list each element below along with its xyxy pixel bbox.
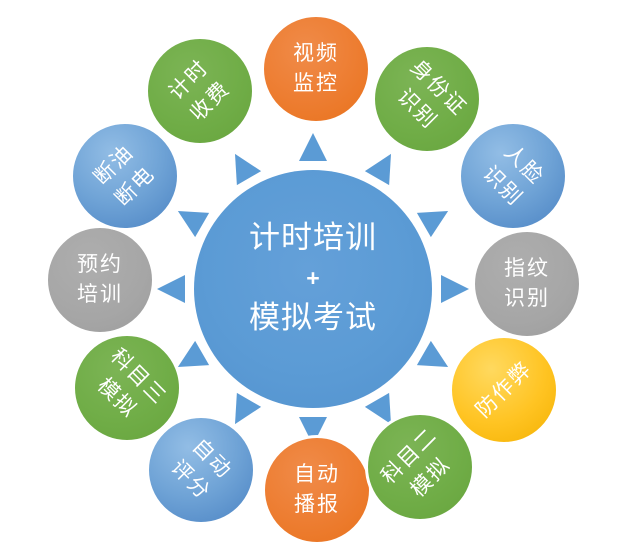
node-label: 指纹 识别 (504, 254, 550, 314)
outward-arrow-icon (364, 146, 404, 186)
node-appointment-training: 预约 培训 (45, 225, 155, 335)
node-label-line: 识别 (504, 287, 550, 310)
node-id-card-recognition: 身份证 识别 (372, 44, 482, 154)
node-anti-cheating: 防作弊 (449, 335, 559, 445)
node-label: 预约 培训 (77, 250, 123, 310)
outward-arrow-icon (170, 198, 210, 238)
node-label-line: 自动 (294, 463, 340, 486)
outward-arrow-icon (416, 198, 456, 238)
node-label-line: 指纹 (504, 257, 550, 280)
node-label-line: 培训 (77, 283, 123, 306)
node-face-recognition: 人脸 识别 (458, 121, 568, 231)
outward-arrow-icon (222, 146, 262, 186)
node-label: 科目三 模拟 (81, 342, 172, 433)
node-label-line: 防作弊 (471, 357, 537, 423)
outward-arrow-icon (157, 275, 185, 303)
hub-circle-timed-training-mock-exam: 计时培训 + 模拟考试 (194, 170, 432, 408)
node-label: 科目二 模拟 (374, 421, 465, 512)
outward-arrow-icon (416, 340, 456, 380)
node-label: 视频 监控 (293, 39, 339, 99)
node-label: 身份证 识别 (381, 53, 472, 144)
node-label: 防作弊 (469, 355, 539, 425)
node-label-line: 预约 (77, 253, 123, 276)
node-label-line: 监控 (293, 72, 339, 95)
node-label: 自动 播报 (294, 460, 340, 520)
node-label: 计时 收费 (163, 54, 238, 129)
plus-sign: + (306, 265, 320, 291)
outward-arrow-icon (441, 275, 469, 303)
node-fingerprint-recognition: 指纹 识别 (472, 229, 582, 339)
hub-label-line2: 模拟考试 (249, 300, 377, 335)
node-timed-billing: 计时 收费 (145, 36, 255, 146)
node-subject3-simulation: 科目三 模拟 (72, 333, 182, 443)
node-label: 自动 评分 (164, 433, 239, 508)
node-label: 断油 断电 (88, 139, 163, 214)
outward-arrow-icon (299, 133, 327, 161)
node-auto-broadcast: 自动 播报 (262, 435, 372, 545)
node-label: 人脸 识别 (476, 139, 551, 214)
node-fuel-power-cutoff: 断油 断电 (70, 121, 180, 231)
node-auto-scoring: 自动 评分 (146, 415, 256, 525)
node-subject2-simulation: 科目二 模拟 (365, 412, 475, 522)
node-label-line: 视频 (293, 42, 339, 65)
node-video-monitoring: 视频 监控 (261, 14, 371, 124)
hub-label: 计时培训 + 模拟考试 (249, 218, 377, 338)
node-label-line: 播报 (294, 493, 340, 516)
hub-label-line1: 计时培训 (249, 220, 377, 255)
